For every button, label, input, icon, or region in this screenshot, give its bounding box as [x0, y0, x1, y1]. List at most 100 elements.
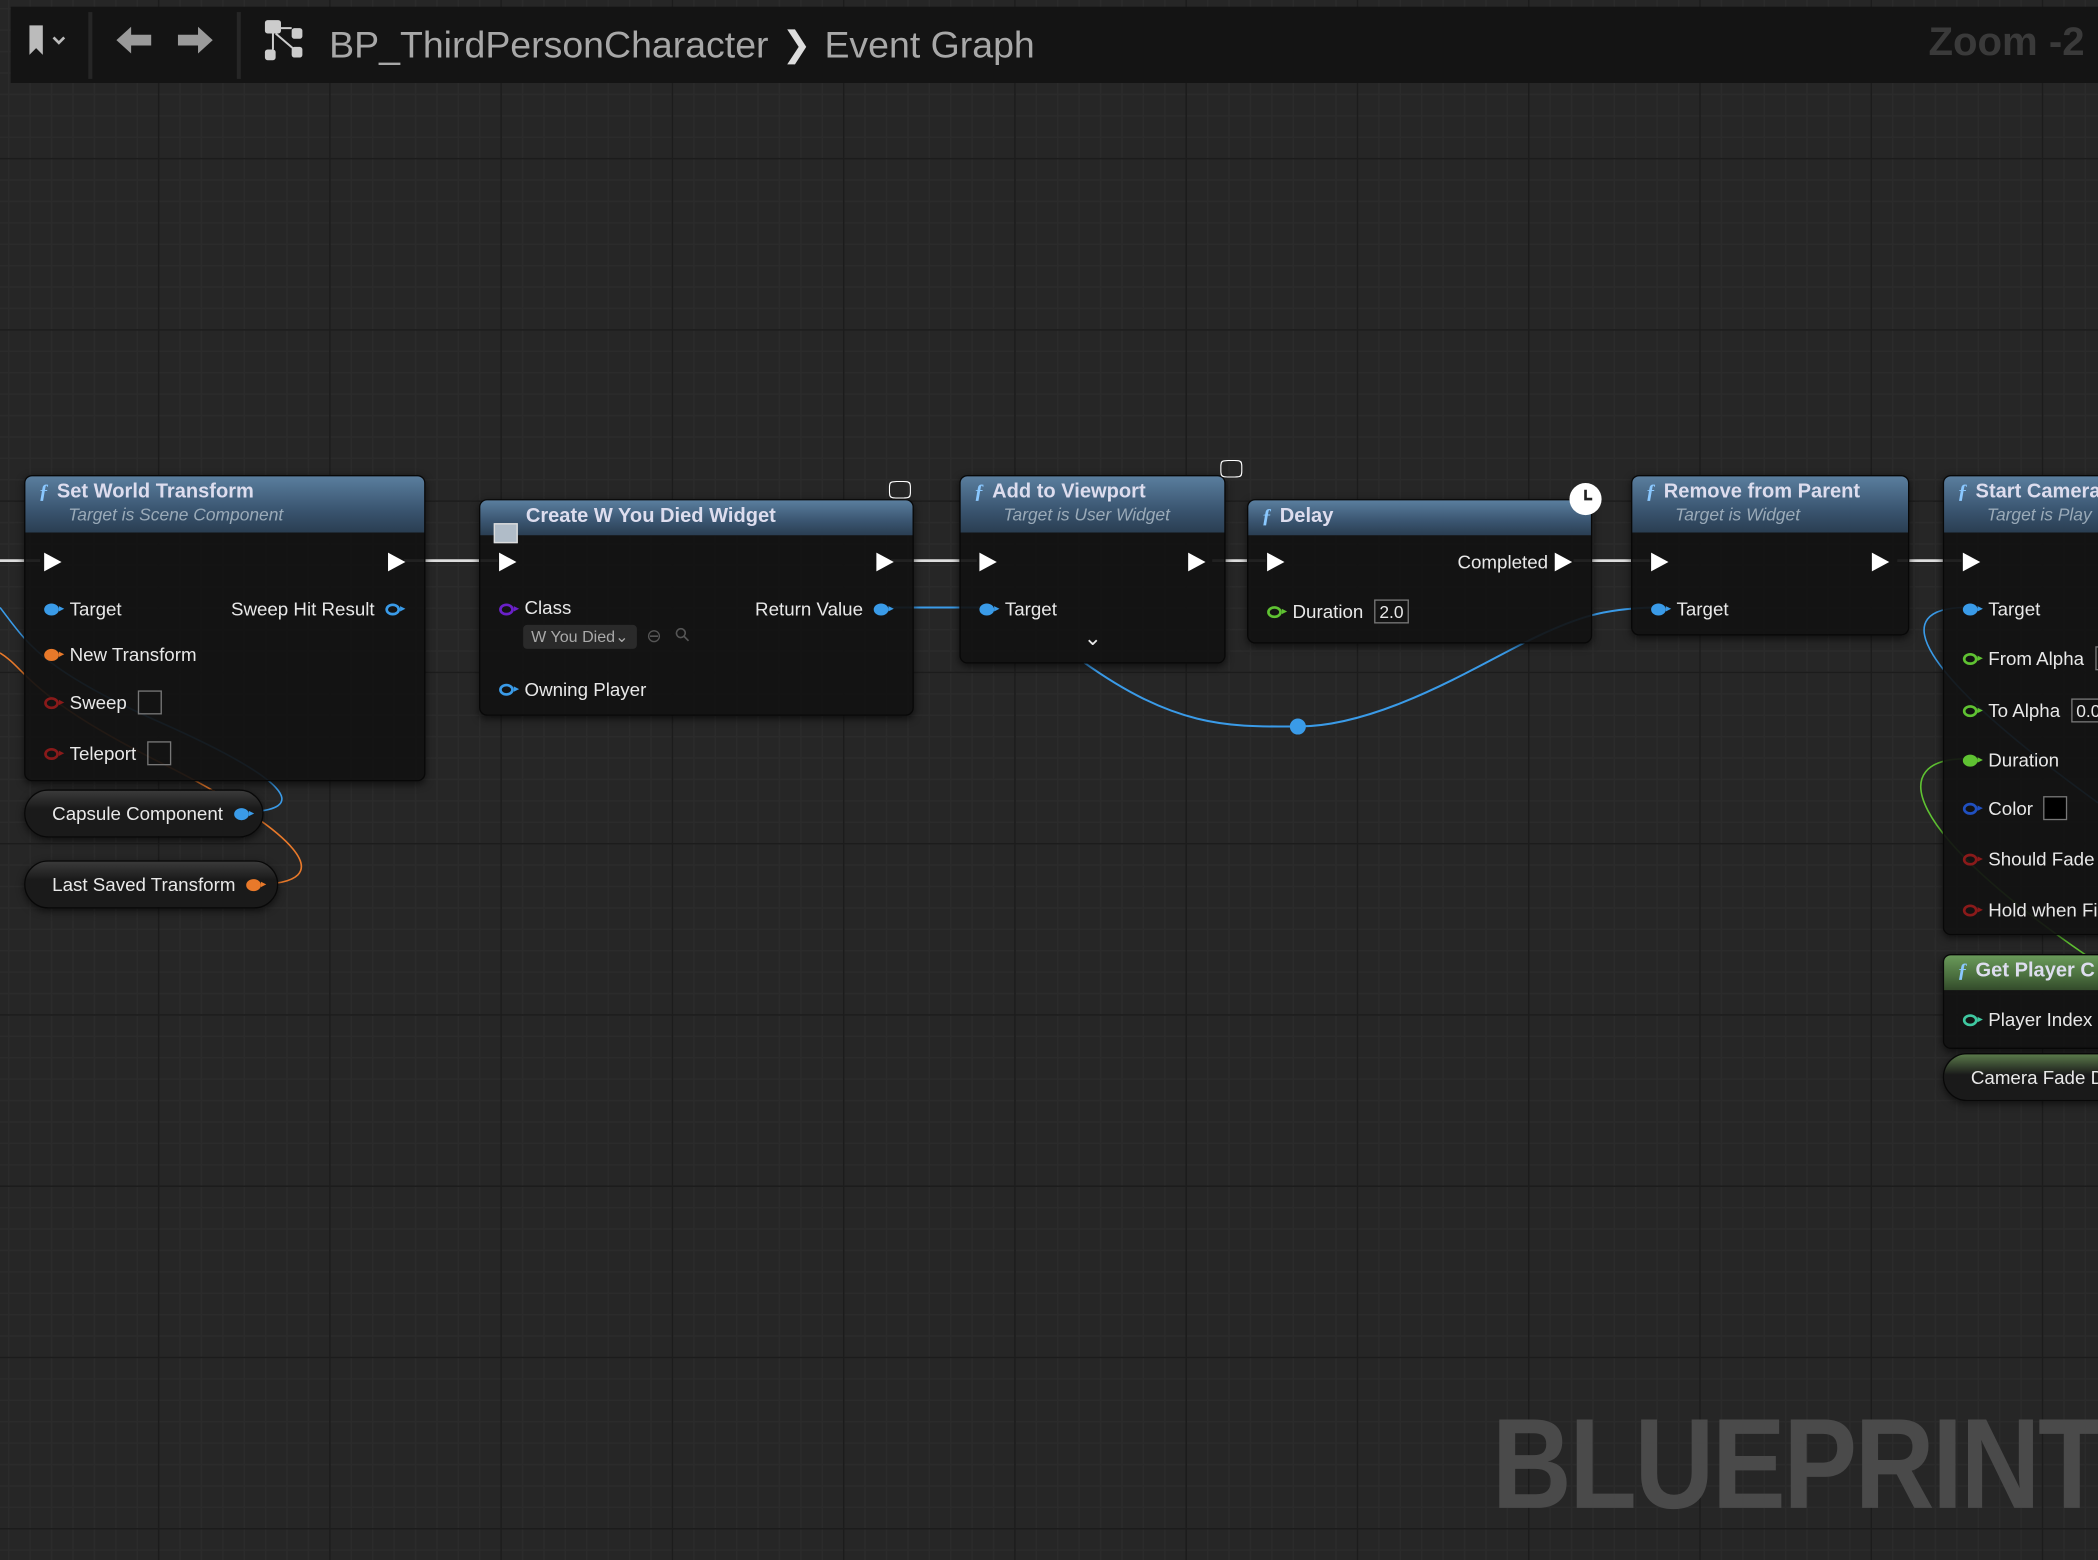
- pin-row-owning-player[interactable]: Owning Player: [499, 676, 646, 703]
- exec-in-pin-icon[interactable]: [1651, 552, 1669, 572]
- pin-object-icon[interactable]: [1962, 602, 1983, 615]
- exec-in-pin-icon[interactable]: [1962, 552, 1981, 572]
- pin-bool-icon[interactable]: [1962, 903, 1983, 916]
- pin-label: Sweep Hit Result: [230, 598, 375, 620]
- pin-label: Class: [524, 596, 572, 619]
- exec-in-pin-icon[interactable]: [979, 552, 997, 572]
- checkbox[interactable]: [146, 741, 172, 766]
- pin-row-target[interactable]: Target: [44, 595, 122, 622]
- value-input[interactable]: [2094, 646, 2098, 671]
- forward-button[interactable]: [165, 24, 227, 65]
- pin-object-icon[interactable]: [1651, 602, 1672, 615]
- node-subtitle: Target is User Widget: [1003, 504, 1170, 525]
- variable-capsule-component[interactable]: Capsule Component: [24, 789, 264, 838]
- pin-bool-icon[interactable]: [44, 696, 65, 709]
- chevron-down-icon: ⌄: [615, 627, 629, 647]
- use-selected-icon[interactable]: ⊖: [646, 624, 662, 647]
- pin-label: New Transform: [69, 643, 197, 665]
- variable-camera-fade-duration[interactable]: Camera Fade Du: [1942, 1053, 2098, 1102]
- pin-row-class[interactable]: Class W You Died ⌄ ⊖ ⚲: [499, 595, 695, 649]
- pin-object-icon[interactable]: [499, 683, 520, 696]
- pin-class-icon[interactable]: [499, 602, 520, 615]
- pin-object-icon[interactable]: [233, 807, 254, 820]
- checkbox[interactable]: [137, 690, 162, 715]
- pin-float-icon[interactable]: [1962, 652, 1983, 665]
- advanced-display-chevron-icon[interactable]: ⌄: [1083, 627, 1102, 651]
- pin-struct-icon[interactable]: [246, 878, 267, 891]
- pin-object-icon[interactable]: [979, 602, 1000, 615]
- bookmark-icon: [29, 25, 66, 55]
- node-title-text: Get Player C: [1975, 959, 2095, 983]
- exec-out-pin-icon[interactable]: [388, 552, 406, 572]
- exec-out-pin-icon[interactable]: [1554, 552, 1573, 572]
- pin-bool-icon[interactable]: [1962, 852, 1983, 866]
- pin-label: Target: [1676, 598, 1729, 620]
- pin-row-from-alpha[interactable]: From Alpha: [1962, 645, 2098, 672]
- pin-row-duration[interactable]: Duration: [1962, 747, 2059, 774]
- pin-float-icon[interactable]: [1962, 753, 1983, 767]
- pin-object-icon[interactable]: [44, 602, 65, 615]
- pin-row-sweep[interactable]: Sweep: [44, 689, 162, 716]
- pin-row-sweep-hit-result[interactable]: Sweep Hit Result: [230, 595, 406, 622]
- breadcrumb-graph[interactable]: Event Graph: [824, 23, 1035, 65]
- pin-object-icon[interactable]: [385, 602, 406, 615]
- pin-row-color[interactable]: Color: [1962, 795, 2068, 822]
- pin-color-icon[interactable]: [1962, 802, 1983, 815]
- class-dropdown[interactable]: W You Died ⌄: [523, 624, 637, 649]
- exec-out-pin-icon[interactable]: [876, 552, 894, 572]
- pin-float-icon[interactable]: [1267, 605, 1288, 618]
- pin-int-icon[interactable]: [1962, 1013, 1983, 1026]
- pin-object-icon[interactable]: [873, 602, 894, 615]
- pin-row-new-transform[interactable]: New Transform: [44, 641, 197, 668]
- pin-row-target[interactable]: Target: [1962, 595, 2040, 622]
- variable-last-saved-transform[interactable]: Last Saved Transform: [24, 860, 279, 909]
- pin-row-player-index[interactable]: Player Index: [1962, 1006, 2092, 1033]
- color-swatch[interactable]: [2043, 796, 2068, 821]
- exec-in-pin-icon[interactable]: [499, 552, 517, 572]
- variable-label: Capsule Component: [52, 802, 223, 825]
- back-button[interactable]: [103, 24, 165, 65]
- bookmark-button[interactable]: [11, 23, 78, 67]
- pin-label: Teleport: [69, 742, 137, 764]
- exec-out-pin-icon[interactable]: [1871, 552, 1890, 572]
- value-input[interactable]: 2.0: [1374, 599, 1409, 624]
- arrow-left-icon: [116, 26, 152, 54]
- pin-float-icon[interactable]: [1962, 704, 1983, 717]
- exec-in-pin-icon[interactable]: [1267, 552, 1285, 572]
- pin-struct-icon[interactable]: [44, 648, 65, 661]
- pin-row-teleport[interactable]: Teleport: [44, 740, 172, 767]
- pin-row-target[interactable]: Target: [1651, 595, 1729, 622]
- pin-row-should-fade[interactable]: Should Fade: [1962, 846, 2095, 873]
- variable-label: Camera Fade Du: [1970, 1066, 2098, 1088]
- pin-row-hold-when-fi[interactable]: Hold when Fi: [1962, 896, 2098, 923]
- pin-label: Target: [69, 598, 122, 620]
- graph-hierarchy-button[interactable]: [252, 17, 319, 72]
- function-icon: ƒ: [1261, 505, 1272, 528]
- search-icon[interactable]: ⚲: [669, 621, 695, 647]
- exec-in-pin-icon[interactable]: [44, 552, 62, 572]
- exec-out-pin-icon[interactable]: [1188, 552, 1206, 572]
- node-header[interactable]: ▭Create W You Died Widget: [480, 500, 913, 544]
- pin-bool-icon[interactable]: [44, 747, 65, 760]
- pin-row-target[interactable]: Target: [979, 595, 1057, 622]
- pin-row-return-value[interactable]: Return Value: [755, 595, 894, 622]
- reroute-node[interactable]: [1289, 718, 1306, 735]
- breadcrumb-blueprint[interactable]: BP_ThirdPersonCharacter: [329, 23, 769, 65]
- value-input[interactable]: 0.0: [2070, 698, 2098, 723]
